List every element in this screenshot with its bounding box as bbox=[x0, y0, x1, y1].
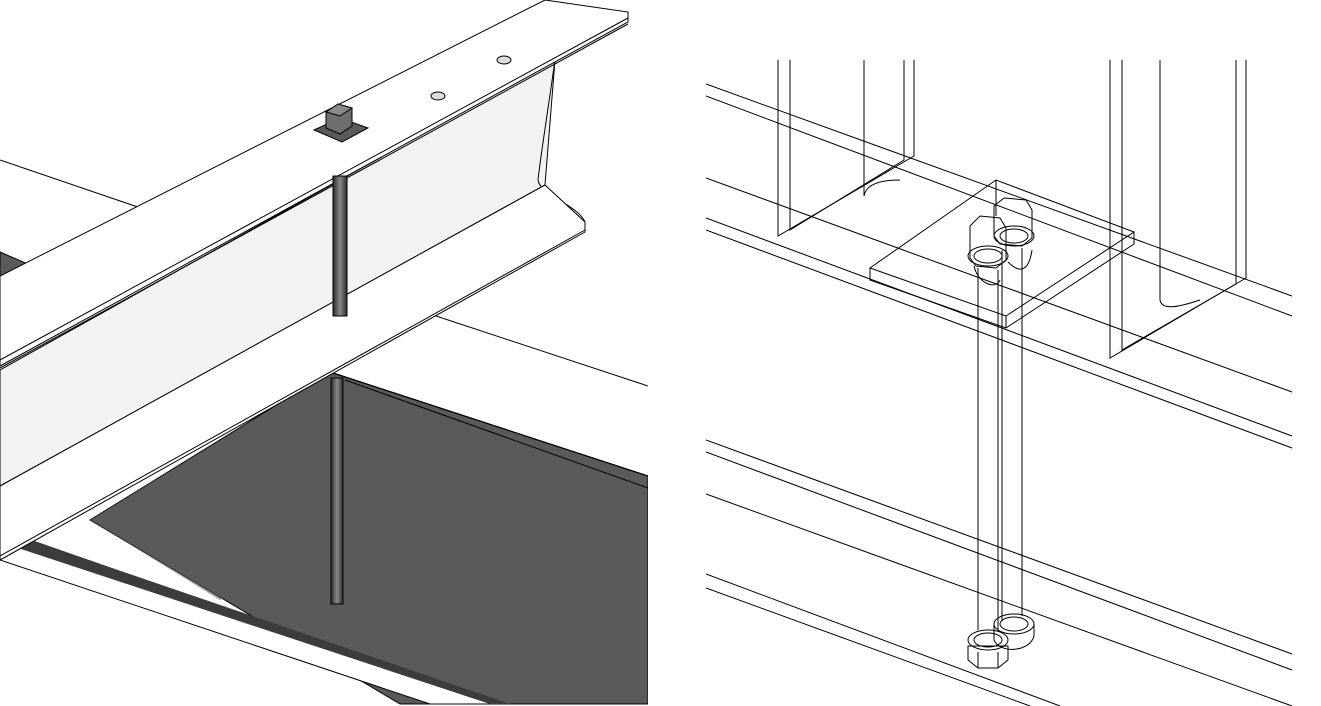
lower-member-soft-shadow bbox=[90, 372, 330, 600]
lower-washer-2 bbox=[967, 629, 1009, 651]
upper-washer-2-inner bbox=[973, 248, 1003, 264]
beam-bottom-flange bbox=[0, 184, 586, 561]
upper-hex-nut-2 bbox=[969, 215, 1007, 269]
lower-washer-2-inner bbox=[973, 632, 1003, 648]
rail-line bbox=[706, 177, 1293, 393]
bolt-hole bbox=[496, 55, 512, 65]
upper-washer-inner bbox=[999, 228, 1029, 244]
channel-right-fillet bbox=[1159, 299, 1201, 308]
channel-left-fillet bbox=[863, 179, 901, 197]
shaded-view bbox=[0, 0, 648, 705]
rail-line bbox=[706, 451, 1293, 671]
upper-washer-lobe bbox=[1007, 249, 1033, 270]
rail-line bbox=[706, 95, 1293, 317]
beam-top-flange-edge bbox=[0, 23, 629, 369]
rail-line bbox=[706, 587, 1031, 706]
rail-line bbox=[706, 493, 1293, 706]
background-edge-line bbox=[429, 313, 648, 387]
rail-line bbox=[706, 439, 1293, 655]
upper-washer-lobe bbox=[973, 265, 1001, 286]
channel-left-outline bbox=[777, 60, 915, 237]
threaded-rod-upper bbox=[332, 175, 348, 317]
rail-line bbox=[706, 217, 1293, 437]
hex-nut-top bbox=[324, 103, 354, 117]
lower-washer-lobe bbox=[993, 624, 1035, 650]
beam-bottom-flange-edge bbox=[0, 229, 586, 557]
lower-hex-nut bbox=[967, 645, 1009, 669]
beam-top-flange-edge bbox=[0, 17, 629, 361]
wireframe-view bbox=[706, 60, 1293, 706]
upper-washer-2 bbox=[967, 245, 1009, 267]
bolt-hole bbox=[430, 91, 446, 101]
lower-member-edge bbox=[329, 371, 648, 477]
beam-web-fillet bbox=[537, 59, 586, 230]
upper-washer bbox=[993, 225, 1035, 247]
lower-washer-inner bbox=[999, 616, 1029, 632]
rail-line bbox=[706, 83, 1293, 297]
channel-left-inner bbox=[789, 60, 905, 231]
upper-hex-nut bbox=[993, 197, 1033, 247]
lower-member-edge bbox=[344, 379, 648, 489]
channel-right-outline bbox=[1109, 60, 1247, 359]
lower-flange-dark-edge bbox=[18, 540, 510, 704]
channel-right-inner bbox=[1121, 60, 1237, 351]
rail-line bbox=[706, 573, 1061, 706]
threaded-rod-lower bbox=[330, 377, 344, 605]
rail-line bbox=[706, 229, 1293, 449]
